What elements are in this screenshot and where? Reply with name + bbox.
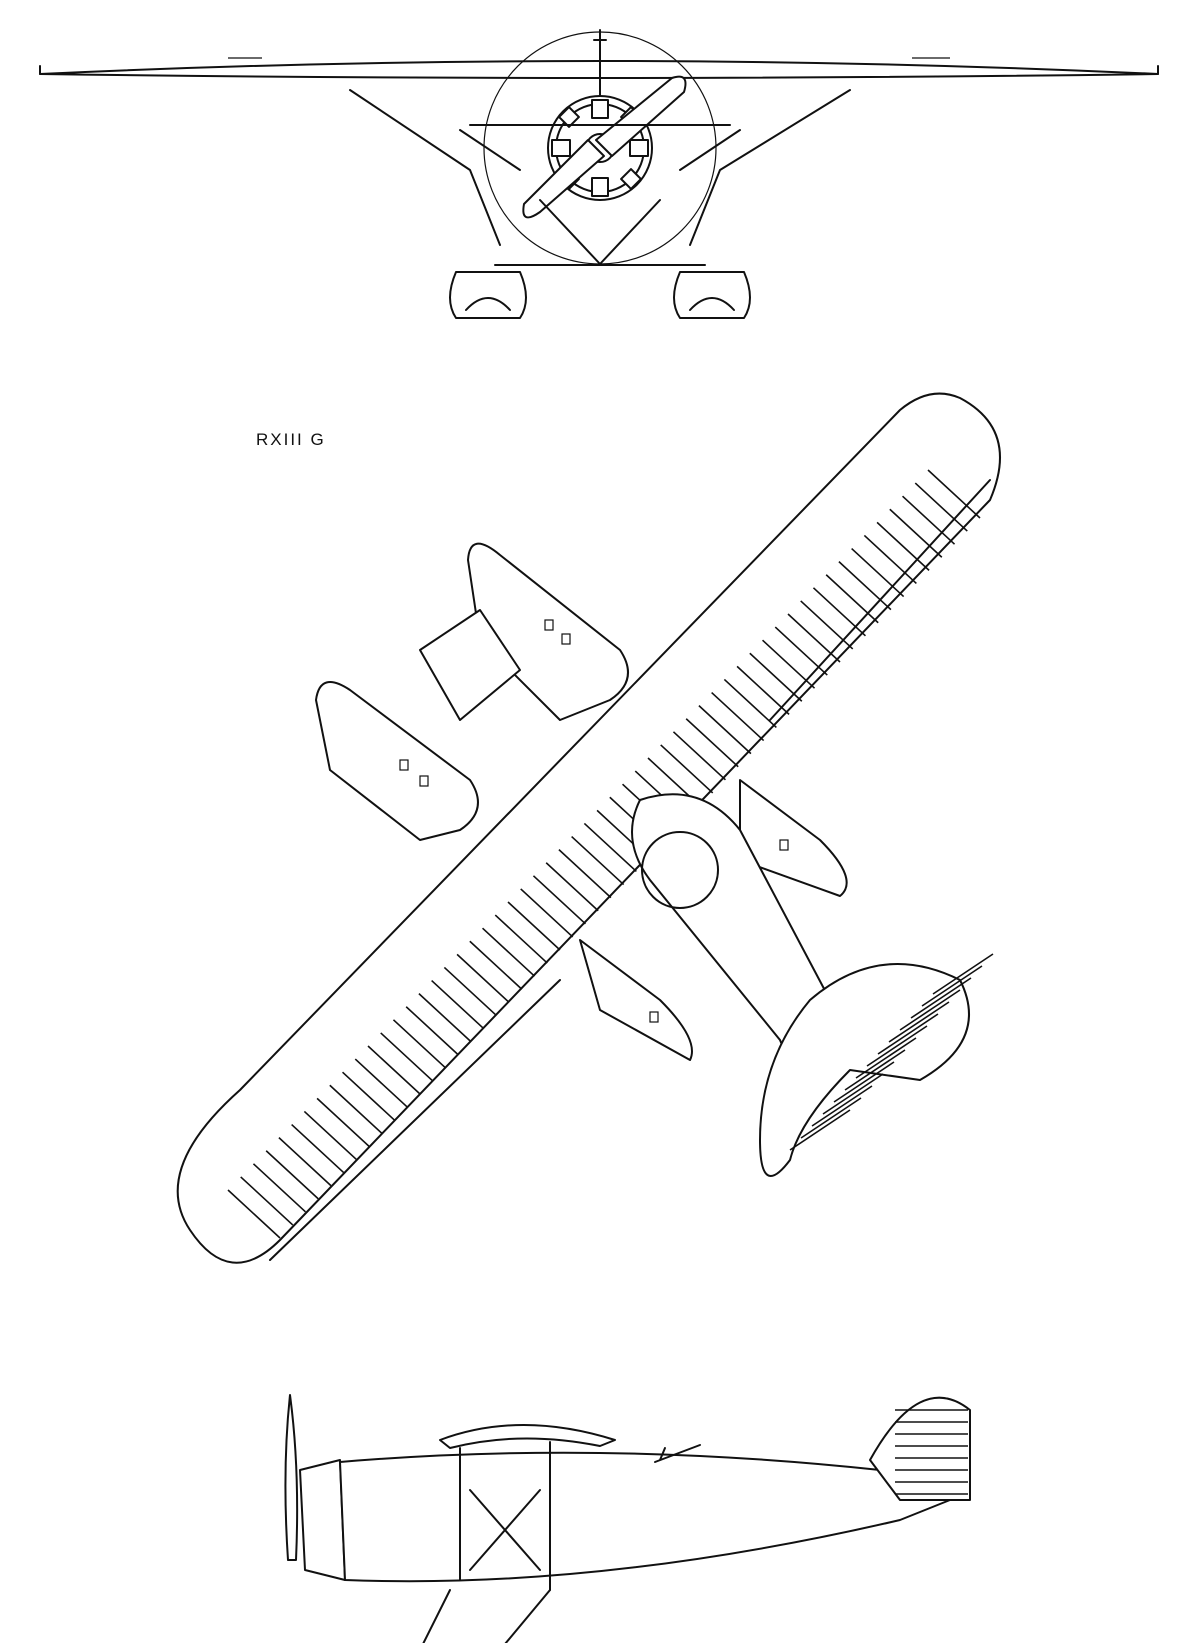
plan-floats <box>315 542 848 1061</box>
wing-rib-line <box>800 600 854 650</box>
tail-rib-line <box>789 1109 851 1151</box>
tail-rib-line <box>822 1073 884 1115</box>
wing-rib-line <box>545 862 599 912</box>
aircraft-designation: RXIII G <box>256 430 326 449</box>
fin-hatching <box>895 1409 968 1495</box>
wing-rib-line <box>902 495 956 545</box>
wing-rib-line <box>291 1123 345 1174</box>
side-gun <box>654 1444 701 1463</box>
tail-rib-line <box>811 1085 873 1127</box>
wing-rib-line <box>532 875 586 925</box>
propeller-blade <box>595 75 687 157</box>
wing-rib-line <box>240 1176 294 1226</box>
tail-rib-line <box>800 1097 862 1139</box>
wing-rib-line <box>494 914 548 964</box>
plan-engine <box>419 609 521 721</box>
side-float-struts <box>422 1589 551 1643</box>
wing-rib-line <box>698 705 752 755</box>
wing-rib-line <box>520 888 574 938</box>
side-upper-wing <box>439 1424 616 1449</box>
wing-rib-line <box>672 731 726 781</box>
wing-rib-line <box>876 521 930 571</box>
side-fuselage <box>339 1451 951 1583</box>
tail-rib-line <box>910 977 972 1019</box>
tail-rib-line <box>921 965 983 1007</box>
wing-rib-line <box>736 665 790 715</box>
wing-rib-line <box>558 849 612 899</box>
wing-rib-line <box>316 1097 370 1147</box>
wing-rib-line <box>482 927 536 977</box>
wing-rib-line <box>914 482 968 532</box>
engine-cylinders <box>551 99 649 197</box>
tail-rib-line <box>844 1049 906 1091</box>
wing-rib-line <box>354 1058 408 1108</box>
wing-rib-line <box>571 835 625 886</box>
wing-rib-line <box>431 979 485 1030</box>
wing-rib-line <box>227 1189 281 1239</box>
wing-rib-line <box>583 822 637 873</box>
wing-rib-line <box>863 534 917 585</box>
wing-rib-line <box>418 993 472 1043</box>
tail-rib-line <box>877 1013 939 1055</box>
wing-rib-line <box>838 561 892 611</box>
wing-rib-line <box>685 718 739 768</box>
wing-rib-line <box>889 508 943 558</box>
side-cowling <box>299 1459 346 1581</box>
side-propeller <box>284 1394 299 1561</box>
wing-rib-line <box>812 587 866 637</box>
plan-tailplane <box>759 963 970 1177</box>
tail-rib-line <box>932 953 994 995</box>
front-fin <box>593 29 607 97</box>
wing-rib-line <box>303 1110 357 1161</box>
wing-rib-line <box>405 1006 459 1056</box>
wing-rib-line <box>367 1045 421 1095</box>
side-tail-fin <box>869 1396 971 1501</box>
wing-rib-line <box>252 1163 306 1213</box>
front-wing-struts <box>349 89 851 246</box>
wing-rib-line <box>723 678 777 729</box>
wing-rib-line <box>380 1032 434 1082</box>
front-view <box>39 29 1159 319</box>
wing-rib-line <box>265 1150 319 1200</box>
tail-rib-line <box>833 1061 895 1103</box>
wing-rib-line <box>660 744 714 794</box>
wing-rib-line <box>711 691 765 742</box>
wing-rib-line <box>507 901 561 951</box>
tail-rib-line <box>888 1001 950 1043</box>
wing-rib-line <box>443 966 497 1017</box>
cockpit-ring <box>641 831 719 909</box>
tail-rib-line <box>866 1025 928 1067</box>
tail-rib-line <box>855 1037 917 1079</box>
wing-rib-line <box>927 469 981 519</box>
wing-rib-line <box>278 1137 332 1187</box>
tail-rib-line <box>899 989 961 1031</box>
wing-rib-line <box>392 1019 446 1069</box>
wing-rib-line <box>851 547 905 598</box>
wing-rib-line <box>456 953 510 1003</box>
wing-rib-line <box>469 940 523 990</box>
wing-rib-line <box>342 1071 396 1121</box>
wing-rib-line <box>825 574 879 624</box>
wing-rib-line <box>329 1084 383 1134</box>
